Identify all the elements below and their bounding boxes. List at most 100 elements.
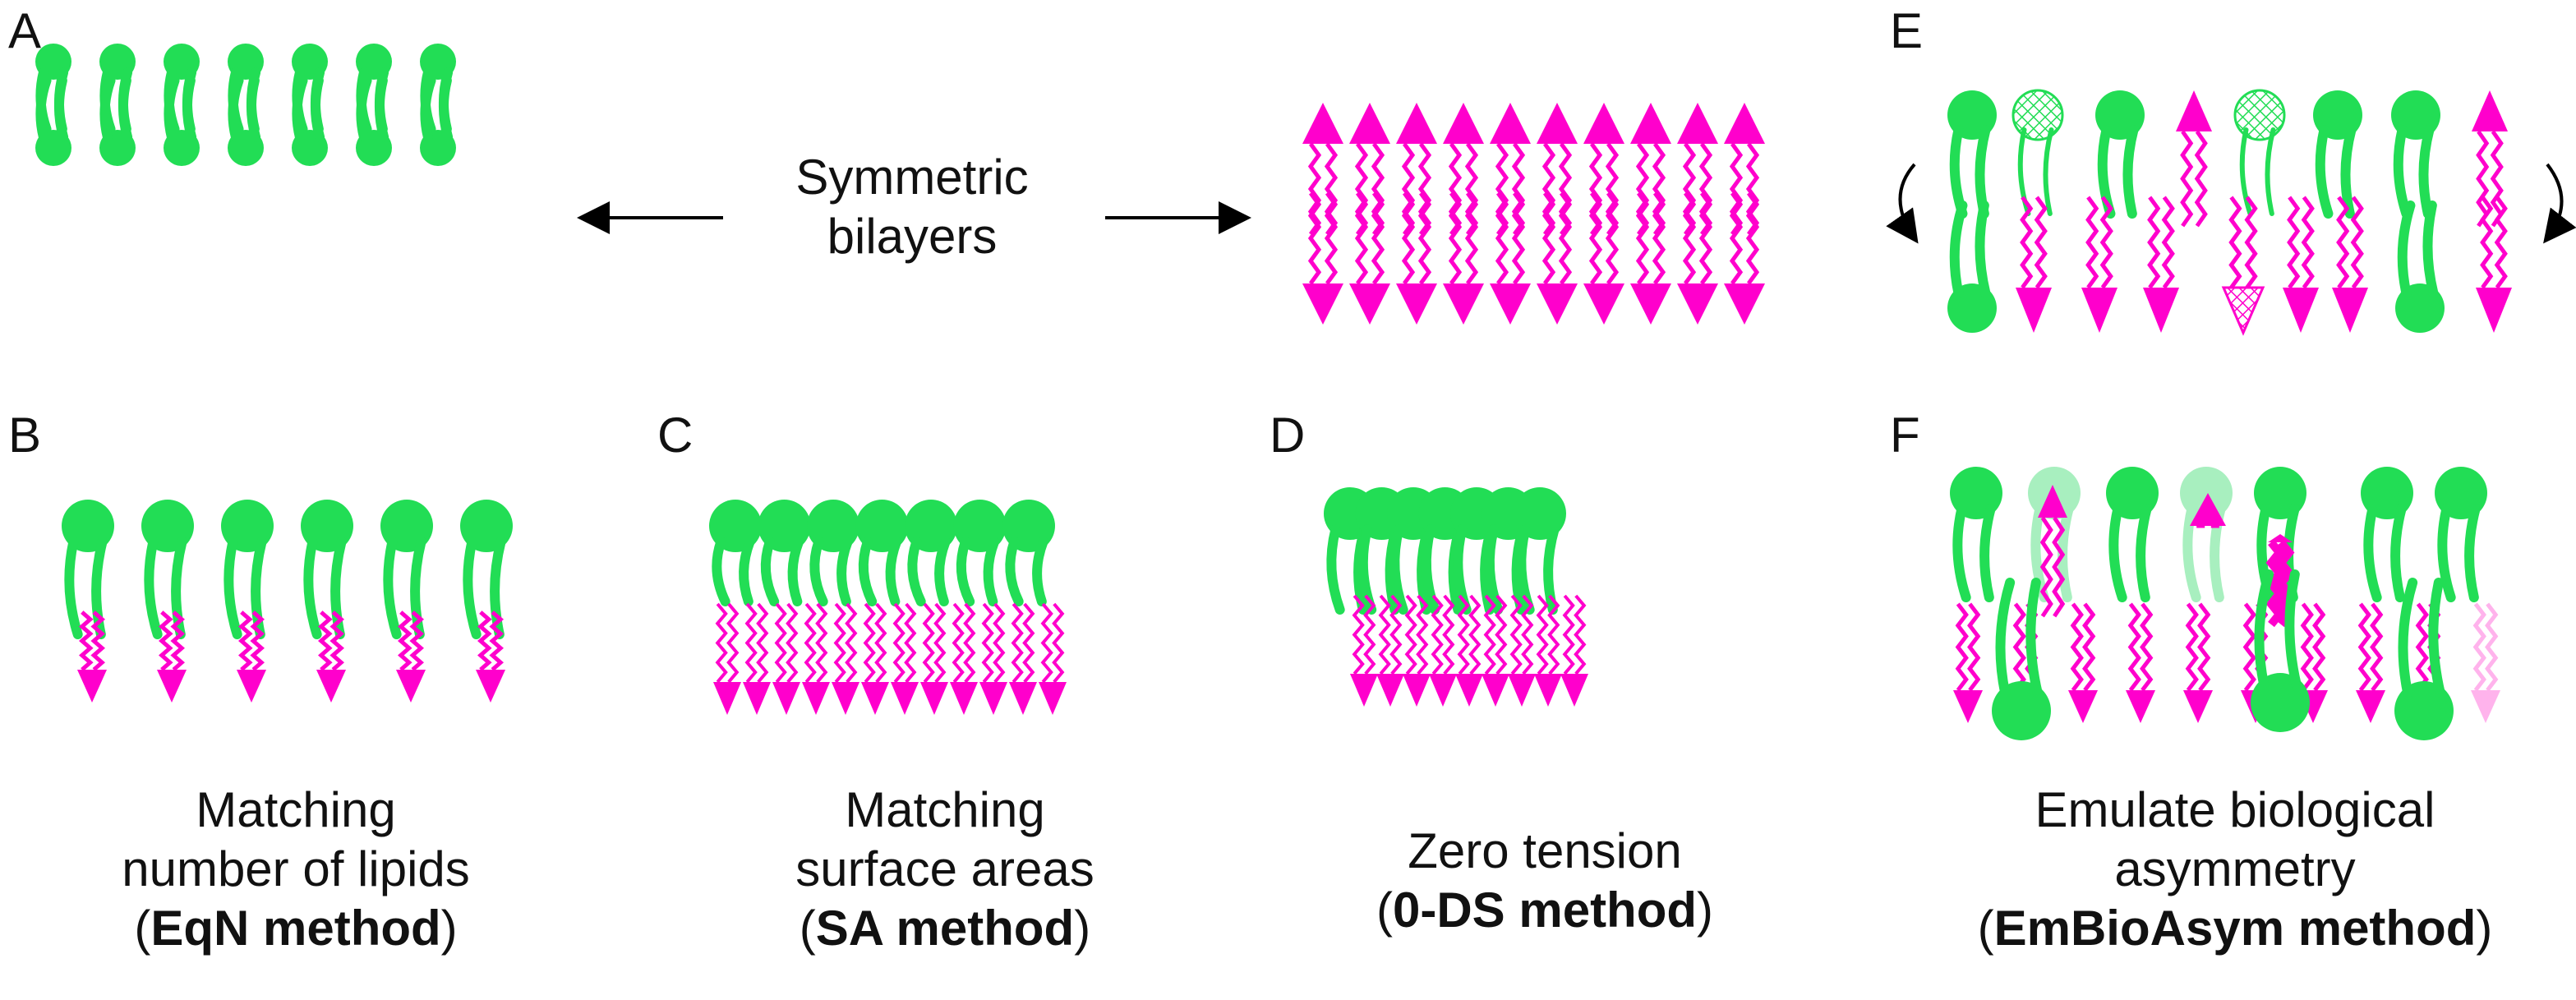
lipid-tail <box>1448 142 1463 236</box>
lipid-tail <box>756 602 769 684</box>
lipid-head <box>2081 288 2117 333</box>
lipid-head <box>1349 103 1390 144</box>
symmetric-bilayers-label: Symmetric bilayers <box>740 148 1085 266</box>
lipid-tail <box>2034 196 2048 289</box>
lipid-tail <box>2127 602 2141 692</box>
lipid-tail <box>1543 524 1560 615</box>
lipid-head <box>861 682 889 715</box>
magenta-lipid <box>772 602 800 715</box>
lipid-tail <box>53 76 69 142</box>
lipid-tail <box>2180 130 2194 228</box>
lipid-head <box>1490 103 1531 144</box>
magenta-lipid <box>2476 196 2512 333</box>
green-lipid <box>2313 90 2362 219</box>
green-lipid <box>356 76 392 166</box>
green-lipid <box>2435 467 2487 602</box>
caption-b-method: (EqN method) <box>134 901 458 956</box>
lipid-tail <box>1307 142 1322 236</box>
caption-f: Emulate biological asymmetry (EmBioAsym … <box>1923 781 2547 958</box>
lipid-tail <box>79 611 94 671</box>
green-lipid <box>1992 578 2051 740</box>
lipid-tail <box>489 611 504 671</box>
lipid-tail <box>845 602 858 684</box>
lipid-tail <box>2228 196 2242 289</box>
lipid-tail <box>2043 127 2054 216</box>
magenta-lipid <box>1677 191 1718 325</box>
magenta-lipid <box>2332 196 2368 333</box>
lipid-tail <box>2428 578 2445 698</box>
lipid-tail <box>1975 200 1991 298</box>
lipid-tail <box>874 602 887 684</box>
lipid-tail <box>1307 191 1322 285</box>
magenta-lipid <box>1630 191 1671 325</box>
magenta-lipid <box>2356 602 2385 723</box>
lipid-tail <box>383 537 402 639</box>
lipid-tail <box>2464 504 2481 602</box>
lipid-tail <box>760 537 780 606</box>
lipid-tail <box>2393 125 2412 219</box>
lipid-tail <box>2415 602 2429 692</box>
magenta-lipid <box>891 602 919 715</box>
lipid-tail <box>1495 142 1509 236</box>
lipid-tail <box>1464 142 1479 236</box>
lipid-tail <box>1371 142 1385 236</box>
green-lipid <box>35 76 71 166</box>
lipid-tail <box>1952 504 1971 602</box>
lipid-tail <box>1588 191 1603 285</box>
magenta-lipid <box>1724 103 1765 236</box>
green-lipid <box>2106 467 2159 602</box>
lipid-tail <box>1547 594 1560 675</box>
lipid-tail <box>907 537 926 606</box>
lipid-tail <box>223 537 242 639</box>
caption-b-line-2: number of lipids <box>122 841 470 896</box>
magenta-lipid <box>920 602 948 715</box>
lipid-head <box>1508 674 1536 707</box>
panel-a-green-bilayer <box>35 44 456 166</box>
lipid-head <box>1534 674 1562 707</box>
lipid-tail <box>983 537 1000 606</box>
magenta-lipid <box>1443 103 1484 236</box>
magenta-lipid <box>316 611 346 703</box>
magenta-lipid <box>1039 602 1067 715</box>
caption-b-line-1: Matching <box>196 782 396 837</box>
lipid-tail <box>1404 594 1417 675</box>
lipid-tail <box>310 76 325 142</box>
caption-c-method: (SA method) <box>799 901 1091 956</box>
lipid-tail <box>356 76 372 142</box>
lipid-tail <box>2437 504 2456 602</box>
magenta-lipid <box>1537 103 1578 236</box>
lipid-tail <box>934 537 951 606</box>
panel-d-bilayer <box>1324 487 1588 707</box>
magenta-lipid <box>1350 594 1378 707</box>
lipid-tail <box>2147 196 2161 289</box>
caption-c-line-2: surface areas <box>795 841 1094 896</box>
lipid-head <box>1455 674 1483 707</box>
magenta-lipid <box>713 602 741 715</box>
lipid-head <box>2476 288 2512 333</box>
lipid-tail <box>2397 200 2416 298</box>
lipid-tail <box>1652 142 1666 236</box>
green-lipid <box>2095 90 2145 219</box>
green-lipid <box>141 500 194 639</box>
lipid-head <box>1490 283 1531 325</box>
lipid-head <box>2471 690 2500 723</box>
panel-b-bilayer <box>62 500 513 703</box>
panel-f-bilayer <box>1950 467 2500 740</box>
lipid-tail <box>1040 602 1053 684</box>
lipid-tail <box>1541 191 1556 285</box>
lipid-tail <box>2039 516 2053 618</box>
green-lipid <box>99 76 136 166</box>
magenta-lipid <box>1302 103 1343 236</box>
lipid-tail <box>1729 191 1744 285</box>
green-lipid <box>2233 89 2286 216</box>
magenta-lipid <box>1443 191 1484 325</box>
lipid-head <box>2283 288 2319 333</box>
lipid-tail <box>1457 594 1470 675</box>
magenta-lipid <box>1534 594 1562 707</box>
caption-b: Matching number of lipids (EqN method) <box>49 781 542 958</box>
green-lipid <box>1950 467 2002 602</box>
lipid-head <box>1350 674 1378 707</box>
lipid-tail <box>2370 602 2384 692</box>
lipid-tail <box>1745 142 1760 236</box>
